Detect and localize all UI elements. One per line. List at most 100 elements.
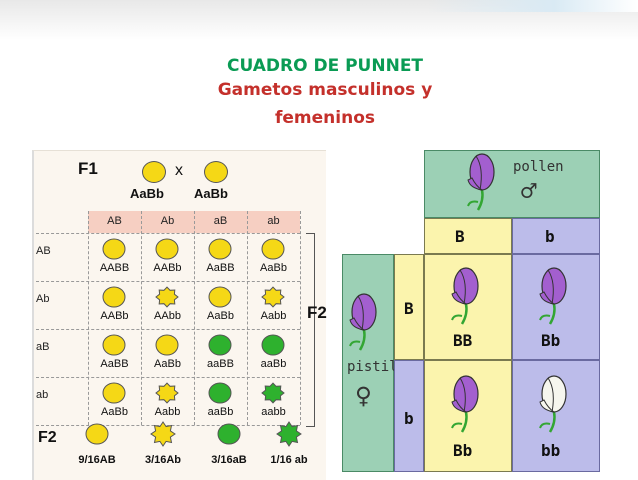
genotype-label: aaBb xyxy=(207,406,234,418)
male-allele-b-dominant: B xyxy=(455,227,465,246)
f1-cross-symbol: x xyxy=(175,162,183,179)
gamete-header: Ab xyxy=(160,215,175,227)
round-seed-icon xyxy=(261,334,285,356)
round-seed-icon xyxy=(102,286,126,308)
pollen-label: pollen xyxy=(513,159,564,175)
genotype-label: Aabb xyxy=(260,310,287,322)
grid-line xyxy=(247,211,248,425)
offspring-genotype: BB xyxy=(453,331,473,350)
grid-line xyxy=(36,233,300,234)
gamete-row-header: Ab xyxy=(36,293,50,305)
genotype-label: AaBb xyxy=(101,406,128,418)
gamete-row-header: aB xyxy=(36,341,50,353)
male-allele-cell: b xyxy=(512,218,600,254)
genotype-label: AaBb xyxy=(154,358,181,370)
f2-bottom-label: F2 xyxy=(38,429,57,446)
slide-top-stripe xyxy=(428,0,638,12)
female-allele-b-dominant: B xyxy=(404,299,414,318)
purple-flower-icon xyxy=(451,267,479,325)
ratio-label: 3/16aB xyxy=(211,454,247,466)
f1-label: F1 xyxy=(78,159,98,178)
wrinkled-seed-icon xyxy=(150,421,176,447)
genotype-label: aabb xyxy=(261,406,286,418)
f2-bracket xyxy=(306,233,315,427)
genotype-label: aaBb xyxy=(260,358,287,370)
round-seed-icon xyxy=(102,334,126,356)
grid-line xyxy=(141,211,142,425)
ratio-label: 1/16 ab xyxy=(270,454,308,466)
offspring-genotype: Bb xyxy=(541,331,561,350)
gamete-header: ab xyxy=(267,215,280,227)
offspring-genotype: bb xyxy=(541,441,561,460)
white-flower-icon xyxy=(539,375,567,433)
genotype-label: AABb xyxy=(100,310,129,322)
ratio-label: 3/16Ab xyxy=(144,454,182,466)
round-seed-icon xyxy=(208,286,232,308)
grid-line xyxy=(300,211,301,425)
round-seed-icon xyxy=(85,423,109,445)
wrinkled-seed-icon xyxy=(155,382,179,404)
genotype-label: AABB xyxy=(99,262,130,274)
f2-side-label: F2 xyxy=(307,303,327,322)
grid-line xyxy=(88,211,89,425)
genotype-label: AaBb xyxy=(260,262,287,274)
f1-parent-seed xyxy=(204,161,228,183)
f1-parent-label: AaBb xyxy=(130,186,164,201)
genotype-label: AAbb xyxy=(154,310,181,322)
flower-layer xyxy=(349,153,567,433)
f1-parent-label: AaBb xyxy=(194,186,228,201)
pistil-label: pistil xyxy=(347,359,398,375)
round-seed-icon xyxy=(208,382,232,404)
female-allele-cell: b xyxy=(394,360,424,472)
genotype-label: AaBB xyxy=(100,358,129,370)
wrinkled-seed-icon xyxy=(261,382,285,404)
round-seed-icon xyxy=(102,238,126,260)
male-symbol-icon: ♂ xyxy=(521,177,537,207)
round-seed-icon xyxy=(217,423,241,445)
grid-line xyxy=(36,281,300,282)
round-seed-icon xyxy=(208,238,232,260)
genotype-label: AaBB xyxy=(206,262,235,274)
gamete-row-header: ab xyxy=(36,389,49,401)
slide-top-decoration xyxy=(0,0,638,40)
grid-line xyxy=(36,329,300,330)
wrinkled-seed-icon xyxy=(276,421,302,447)
round-seed-icon xyxy=(261,238,285,260)
title-line-2: Gametos masculinos y xyxy=(217,80,433,100)
female-allele-cell: B xyxy=(394,254,424,360)
ratio-label: 9/16AB xyxy=(78,454,116,466)
round-seed-icon xyxy=(155,334,179,356)
round-seed-icon xyxy=(155,238,179,260)
purple-flower-icon xyxy=(451,375,479,433)
pistil-flower-icon xyxy=(349,293,377,351)
male-allele-cell: B xyxy=(424,218,512,254)
male-parent-header: pollen ♂ xyxy=(424,150,600,218)
gamete-header: AB xyxy=(107,215,122,227)
genotype-label: aaBB xyxy=(207,358,234,370)
wrinkled-seed-icon xyxy=(261,286,285,308)
title-line-1: CUADRO DE PUNNET xyxy=(226,56,424,76)
genotype-label: Aabb xyxy=(154,406,181,418)
grid-line xyxy=(194,211,195,425)
offspring-cell-heterozygous: Bb xyxy=(424,360,512,472)
round-seed-icon xyxy=(102,382,126,404)
f1-parent-seed xyxy=(142,161,166,183)
grid-line xyxy=(36,377,300,378)
gamete-header: aB xyxy=(213,215,228,227)
genotype-label: AABb xyxy=(153,262,182,274)
female-symbol-icon: ♀ xyxy=(355,379,372,412)
genotype-label: AaBb xyxy=(207,310,234,322)
monohybrid-punnett-square: pollen ♂ B b pistil ♀ B b BB Bb Bb bb xyxy=(342,150,602,472)
round-seed-icon xyxy=(208,334,232,356)
offspring-genotype: Bb xyxy=(453,441,473,460)
gamete-row-header: AB xyxy=(36,245,51,257)
title-line-3: femeninos xyxy=(275,108,375,128)
pollen-flower-icon xyxy=(467,153,495,211)
purple-flower-icon xyxy=(539,267,567,325)
male-allele-b-recessive: b xyxy=(545,227,555,246)
female-allele-b-recessive: b xyxy=(404,409,414,428)
grid-line xyxy=(36,425,300,426)
female-parent-header: pistil ♀ xyxy=(342,254,398,472)
wrinkled-seed-icon xyxy=(155,286,179,308)
